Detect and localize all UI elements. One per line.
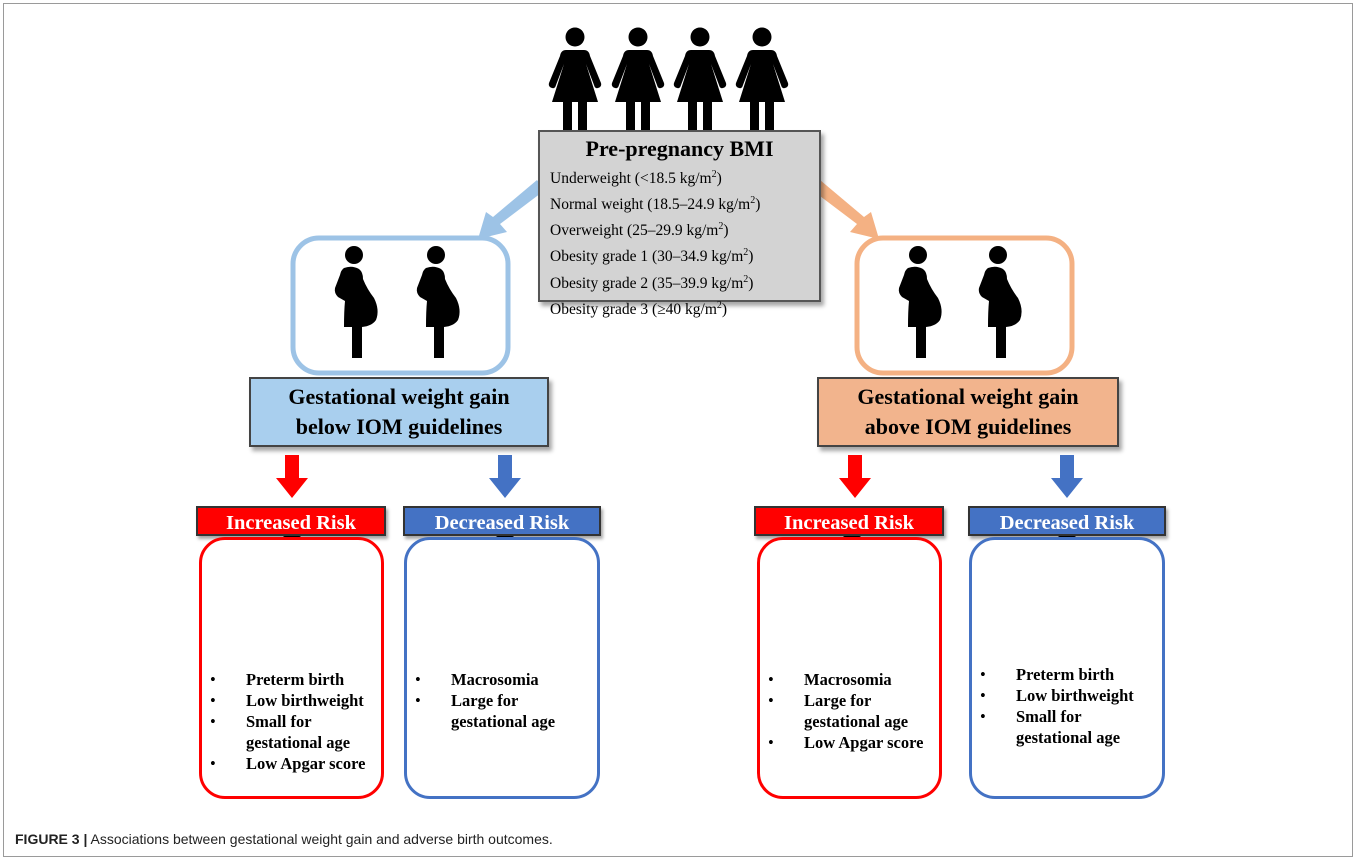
woman-icon [611, 27, 665, 134]
bmi-box: Pre-pregnancy BMI Underweight (<18.5 kg/… [538, 130, 821, 318]
list-item: Small for gestational age [980, 706, 1126, 748]
figure-caption-text: Associations between gestational weight … [87, 831, 553, 847]
gwg-below-box: Gestational weight gain below IOM guidel… [249, 377, 549, 447]
women-group [548, 27, 789, 134]
bmi-category: Obesity grade 3 (≥40 kg/m2) [550, 299, 728, 318]
outcome-list: Macrosomia Large for gestational age Low… [768, 669, 939, 753]
arrow-down-icon [1051, 455, 1083, 498]
pregnant-woman-icon [416, 246, 460, 358]
above-increased-outcome-box: Macrosomia Large for gestational age Low… [757, 537, 942, 799]
arrow-to-below-icon [478, 180, 545, 239]
woman-icon [673, 27, 727, 134]
below-decreased-outcome-box: Macrosomia Large for gestational age [404, 537, 600, 799]
arrow-down-icon [839, 455, 871, 498]
above-decreased-outcome-box: Preterm birth Low birthweight Small for … [969, 537, 1165, 799]
bmi-category: Overweight (25–29.9 kg/m2) [550, 221, 729, 240]
gwg-above-box: Gestational weight gain above IOM guidel… [817, 377, 1119, 447]
list-item: Macrosomia [415, 669, 597, 690]
list-item: Preterm birth [210, 669, 381, 690]
list-item: Low Apgar score [768, 732, 939, 753]
bmi-category: Obesity grade 2 (35–39.9 kg/m2) [550, 273, 754, 292]
list-item: Macrosomia [768, 669, 939, 690]
above-decreased-risk-label: Decreased Risk [968, 506, 1166, 536]
list-item: Large for gestational age [768, 690, 914, 732]
gwg-above-line1: Gestational weight gain [857, 384, 1079, 409]
outcome-list: Preterm birth Low birthweight Small for … [980, 664, 1162, 748]
bmi-category: Obesity grade 1 (30–34.9 kg/m2) [550, 247, 754, 266]
below-increased-outcome-box: Preterm birth Low birthweight Small for … [199, 537, 384, 799]
above-increased-risk-label: Increased Risk [754, 506, 944, 536]
list-item: Small for gestational age [210, 711, 356, 753]
gwg-above-line2: above IOM guidelines [864, 414, 1072, 439]
figure-caption-label: FIGURE 3 | [15, 831, 88, 847]
bmi-title: Pre-pregnancy BMI [585, 136, 774, 161]
gwg-below-line1: Gestational weight gain [288, 384, 510, 409]
pregnant-woman-icon [334, 246, 378, 358]
below-increased-risk-label: Increased Risk [196, 506, 386, 536]
list-item: Low birthweight [980, 685, 1162, 706]
arrow-to-above-icon [812, 180, 879, 239]
list-item: Low birthweight [210, 690, 381, 711]
outcome-list: Macrosomia Large for gestational age [415, 669, 597, 732]
woman-icon [548, 27, 602, 134]
pregnant-box-above [854, 235, 1075, 376]
woman-icon [735, 27, 789, 134]
pregnant-box-below [290, 235, 511, 376]
arrow-down-icon [489, 455, 521, 498]
figure-caption: FIGURE 3 | Associations between gestatio… [15, 831, 553, 847]
pregnant-woman-icon [898, 246, 942, 358]
pregnant-woman-icon [978, 246, 1022, 358]
list-item: Preterm birth [980, 664, 1162, 685]
bmi-category: Normal weight (18.5–24.9 kg/m2) [550, 195, 761, 214]
gwg-below-line2: below IOM guidelines [295, 414, 503, 439]
arrow-down-icon [276, 455, 308, 498]
bmi-category: Underweight (<18.5 kg/m2) [550, 169, 722, 188]
figure-frame [3, 3, 1353, 857]
below-decreased-risk-label: Decreased Risk [403, 506, 601, 536]
list-item: Large for gestational age [415, 690, 561, 732]
list-item: Low Apgar score [210, 753, 381, 774]
outcome-list: Preterm birth Low birthweight Small for … [210, 669, 381, 774]
